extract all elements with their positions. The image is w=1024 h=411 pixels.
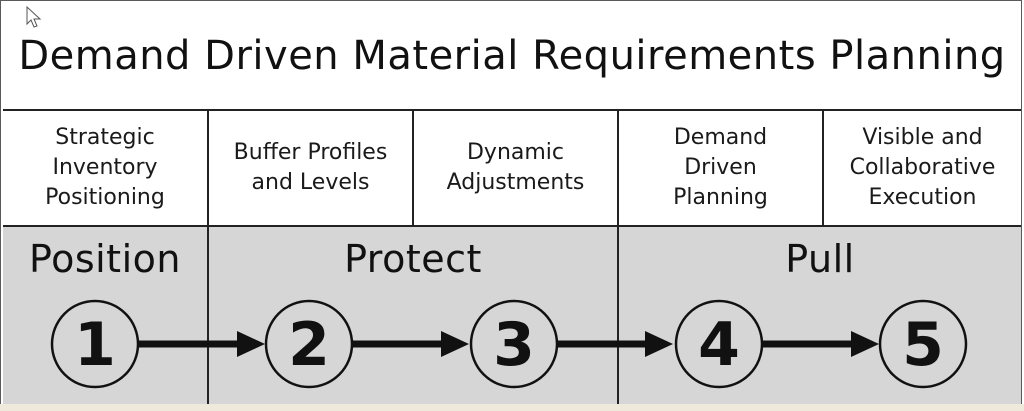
flow-arrow-1-2 [139,331,265,357]
step-number: 3 [493,310,535,380]
mouse-pointer-icon [26,6,42,28]
phase-row: Position Protect Pull [3,227,1021,405]
title-row: Demand Driven Material Requirements Plan… [3,3,1021,111]
step-node-2: 2 [264,299,354,389]
component-label: Visible and Collaborative Execution [849,125,996,210]
phase-pull: Pull [617,227,1021,405]
step-flow: 1 2 3 4 5 [50,299,968,389]
phase-position: Position [3,227,207,405]
component-label: Strategic Inventory Positioning [45,125,165,210]
flow-arrow-3-4 [558,331,673,357]
phase-protect: Protect [207,227,617,405]
step-node-4: 4 [674,299,764,389]
step-number: 1 [74,310,116,380]
component-cell-dynamic-adjustments: Dynamic Adjustments [412,111,617,225]
diagram-title: Demand Driven Material Requirements Plan… [18,33,1006,79]
step-number: 2 [288,310,330,380]
flow-arrow-2-3 [353,331,469,357]
component-labels-row: Strategic Inventory Positioning Buffer P… [3,111,1021,227]
component-cell-buffer-profiles: Buffer Profiles and Levels [207,111,412,225]
step-node-5: 5 [878,299,968,389]
component-label: Dynamic Adjustments [446,140,585,195]
step-node-1: 1 [50,299,140,389]
component-cell-visible-collaborative-execution: Visible and Collaborative Execution [822,111,1021,225]
phase-label: Position [29,237,181,281]
bottom-edge [0,404,1024,411]
component-cell-strategic-inventory-positioning: Strategic Inventory Positioning [3,111,207,225]
phase-label: Pull [785,237,855,281]
component-label: Demand Driven Planning [673,125,768,210]
flow-arrow-4-5 [763,331,879,357]
step-number: 5 [902,310,944,380]
step-node-3: 3 [469,299,559,389]
component-cell-demand-driven-planning: Demand Driven Planning [617,111,822,225]
step-number: 4 [698,310,740,380]
phase-label: Protect [344,237,482,281]
component-label: Buffer Profiles and Levels [233,140,388,195]
